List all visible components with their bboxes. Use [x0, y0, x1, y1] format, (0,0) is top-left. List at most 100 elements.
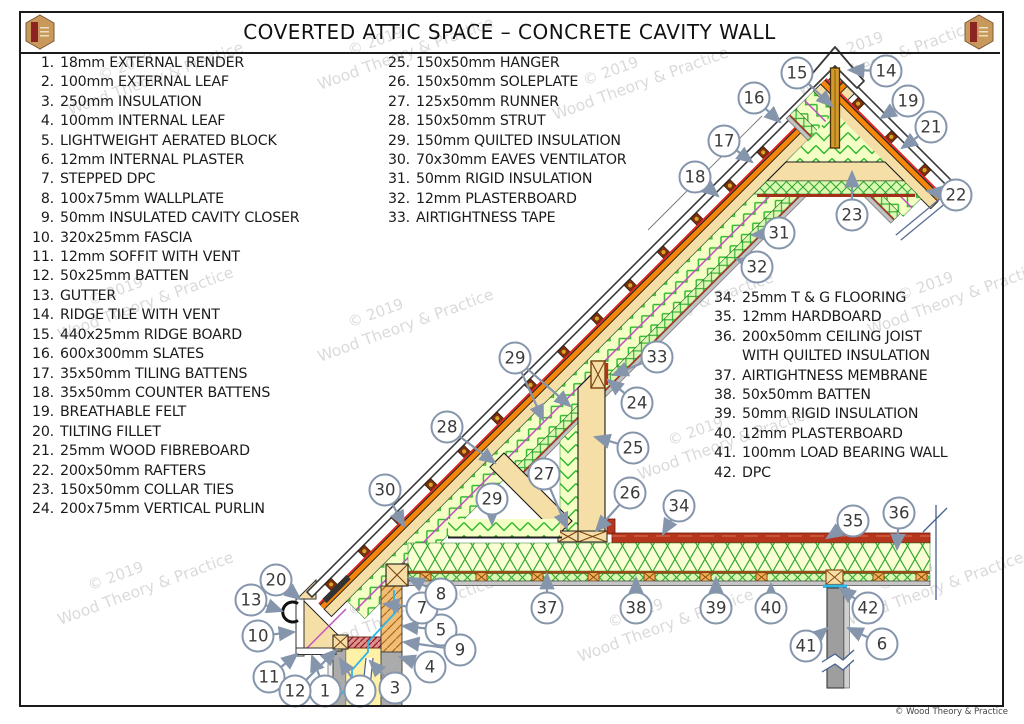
svg-text:15: 15: [787, 64, 808, 83]
svg-text:9: 9: [455, 641, 466, 660]
callout-4: 4: [397, 650, 447, 684]
callout-35: 35: [825, 504, 870, 540]
airtightness-membrane: [408, 571, 930, 574]
svg-text:28: 28: [437, 418, 458, 437]
aerated-block: [380, 585, 403, 653]
callout-29: 29: [498, 341, 572, 423]
legend-item: 28.150x50mm STRUT: [388, 113, 546, 130]
legend-item: 8.100x75mm WALLPLATE: [40, 190, 224, 207]
svg-text:42: 42: [858, 599, 879, 618]
floor-assembly: [407, 518, 931, 586]
svg-text:19: 19: [898, 92, 919, 111]
legend-item: 1.18mm EXTERNAL RENDER: [40, 55, 245, 71]
legend-item: 38.50x50mm BATTEN: [714, 387, 871, 404]
svg-text:3: 3: [390, 679, 401, 698]
legend-column-1: 1.18mm EXTERNAL RENDER 2.100mm EXTERNAL L…: [26, 54, 300, 520]
break-line: [922, 507, 948, 533]
brand-logo-icon: [25, 14, 55, 50]
legend-item: 14.RIDGE TILE WITH VENT: [32, 307, 220, 324]
legend-item: 11.12mm SOFFIT WITH VENT: [32, 249, 240, 266]
svg-text:7: 7: [417, 599, 428, 618]
svg-text:18: 18: [685, 168, 706, 187]
internal-plaster: [843, 587, 850, 689]
callout-12: 12: [278, 648, 338, 708]
brand-logo-icon: [964, 14, 994, 50]
tg-flooring: [611, 532, 931, 544]
callout-25: 25: [592, 431, 650, 465]
svg-text:31: 31: [769, 224, 790, 243]
callout-31: 31: [749, 216, 796, 250]
callout-20: 20: [259, 563, 302, 601]
callout-30: 30: [368, 473, 406, 528]
legend-item: 16.600x300mm SLATES: [32, 346, 204, 363]
svg-text:Wood Theory & Practice: Wood Theory & Practice: [55, 548, 236, 628]
svg-text:12: 12: [285, 682, 306, 701]
legend-item: 27.125x50mm RUNNER: [388, 93, 559, 110]
break-line: [821, 649, 855, 663]
svg-text:29: 29: [482, 490, 503, 509]
callout-2: 2: [338, 657, 377, 708]
legend-item: 29.150mm QUILTED INSULATION: [388, 132, 621, 149]
legend-item: 15.440x25mm RIDGE BOARD: [32, 326, 243, 343]
legend-item: 2.100mm EXTERNAL LEAF: [40, 74, 229, 91]
svg-text:14: 14: [876, 62, 897, 81]
callout-24: 24: [606, 378, 654, 420]
svg-text:41: 41: [796, 637, 817, 656]
callout-37: 37: [530, 571, 564, 625]
svg-text:26: 26: [620, 484, 641, 503]
callout-26: 26: [594, 476, 647, 533]
callout-5: 5: [400, 613, 458, 647]
legend-item: 12.50x25mm BATTEN: [32, 268, 189, 285]
svg-text:23: 23: [842, 206, 863, 225]
collar-rigid-insulation: [753, 180, 918, 195]
svg-text:1: 1: [320, 682, 331, 701]
fascia: [295, 598, 305, 657]
svg-text:34: 34: [669, 497, 690, 516]
callout-41: 41: [789, 626, 829, 663]
legend-item: 21.25mm WOOD FIBREBOARD: [32, 443, 250, 460]
legend-item: 37.AIRTIGHTNESS MEMBRANE: [714, 367, 928, 384]
svg-text:35: 35: [843, 512, 864, 531]
callout-17: 17: [707, 124, 754, 164]
callout-23: 23: [835, 169, 869, 232]
legend-item: 31.50mm RIGID INSULATION: [388, 171, 593, 188]
page-title: COVERTED ATTIC SPACE – CONCRETE CAVITY W…: [243, 20, 776, 44]
legend-item: 6.12mm INTERNAL PLASTER: [40, 152, 245, 169]
callout-6: 6: [846, 627, 899, 661]
legend-item: 7.STEPPED DPC: [40, 171, 156, 188]
svg-text:6: 6: [877, 635, 888, 654]
eaves-ventilator: [322, 574, 351, 604]
svg-text:25: 25: [623, 439, 644, 458]
callout-39: 39: [699, 575, 733, 625]
joist-quilted-insulation: [407, 542, 931, 572]
legend-item: 32.12mm PLASTERBOARD: [388, 190, 577, 207]
svg-text:10: 10: [248, 627, 269, 646]
svg-text:30: 30: [375, 481, 396, 500]
svg-text:21: 21: [921, 118, 942, 137]
legend-item: 36.200x50mm CEILING JOIST: [714, 328, 922, 345]
legend-item: 13.GUTTER: [32, 287, 117, 304]
callout-21: 21: [900, 110, 948, 150]
svg-text:2: 2: [355, 682, 366, 701]
legend-item: 20.TILTING FILLET: [32, 423, 161, 440]
svg-text:8: 8: [436, 585, 447, 604]
callout-13: 13: [234, 583, 285, 617]
callout-19: 19: [879, 84, 925, 120]
legend-item: 30.70x30mm EAVES VENTILATOR: [388, 152, 627, 169]
legend-item: 18.35x50mm COUNTER BATTENS: [32, 384, 271, 401]
svg-text:11: 11: [259, 668, 280, 687]
legend-item: 19.BREATHABLE FELT: [32, 404, 187, 421]
legend-item: 17.35x50mm TILING BATTENS: [32, 365, 248, 382]
soffit: [295, 647, 337, 655]
callout-15: 15: [780, 56, 834, 108]
callout-22: 22: [924, 178, 973, 212]
legend-item: 23.150x50mm COLLAR TIES: [32, 481, 234, 498]
callout-9: 9: [401, 633, 477, 667]
legend-item: WITH QUILTED INSULATION: [742, 348, 930, 365]
svg-text:Wood Theory & Practice: Wood Theory & Practice: [315, 285, 496, 365]
